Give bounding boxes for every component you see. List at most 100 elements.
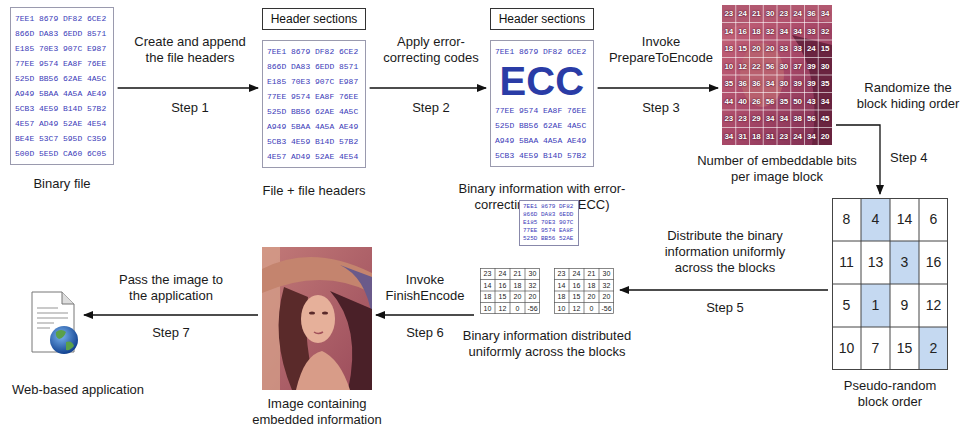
block-capacity-image: [722, 5, 832, 145]
step-number: Step 4: [890, 150, 950, 166]
drawing-ellipse: [301, 295, 335, 343]
drawing-line: [37, 327, 50, 329]
caption: Binary information distributed uniformly…: [452, 328, 642, 360]
bit-count: 21: [750, 5, 764, 23]
bit-count: 45: [818, 110, 832, 128]
bit-count: 34: [763, 75, 777, 93]
bit-count: 15: [736, 40, 750, 58]
bit-count: 56: [805, 110, 819, 128]
bit-count: 34: [818, 93, 832, 111]
portrait-image: [262, 247, 372, 390]
bit-count: 37: [791, 58, 805, 76]
bit-count: 50: [791, 93, 805, 111]
drawing-line: [37, 307, 58, 309]
block-value: 32: [599, 280, 614, 292]
block-value: 10: [480, 303, 495, 315]
bit-count: 35: [818, 75, 832, 93]
header-label: Header sections: [266, 9, 362, 29]
block-order-number: 12: [919, 284, 948, 327]
drawing-g: [554, 268, 614, 314]
block-value: 16: [495, 280, 510, 292]
drawing-line: [722, 75, 832, 76]
bit-count: 23: [777, 128, 791, 146]
block-value: 18: [510, 280, 525, 292]
drawing-path: [314, 332, 323, 334]
bit-count: 39: [791, 75, 805, 93]
bit-count: 34: [805, 128, 819, 146]
drawing-line: [37, 322, 54, 324]
bit-count: 36: [736, 75, 750, 93]
step-number: Step 5: [695, 300, 755, 316]
drawing-g: [832, 198, 948, 370]
block-value: 16: [569, 280, 584, 292]
bit-count: 44: [722, 93, 736, 111]
drawing-line: [554, 291, 614, 292]
block-value: 18: [480, 291, 495, 303]
bit-count: 39: [805, 75, 819, 93]
drawing-line: [480, 279, 540, 280]
block-value: 30: [525, 268, 540, 280]
bit-count: 34: [722, 128, 736, 146]
hex-data-box: 7EE1 8679 DF82 6CE2 866D DA83 6EDD 8571 …: [10, 7, 114, 165]
block-order-number: 3: [890, 241, 919, 284]
drawing-line: [722, 127, 832, 128]
drawing-line: [832, 327, 948, 328]
bit-count: 56: [763, 93, 777, 111]
web-document-icon: [28, 290, 80, 356]
block-value: 20: [525, 291, 540, 303]
step-arrow: [118, 87, 258, 88]
step-description: Randomize the block hiding order: [850, 80, 966, 112]
bit-count: 29: [750, 110, 764, 128]
drawing-g: [480, 268, 540, 314]
bit-count: 34: [791, 23, 805, 41]
bit-count: 18: [750, 23, 764, 41]
block-value: 14: [480, 280, 495, 292]
bit-count: 20: [750, 40, 764, 58]
block-order-number: 11: [832, 241, 861, 284]
drawing-rect: [890, 241, 919, 284]
step-description: Invoke PrepareToEncode: [603, 34, 719, 66]
drawing-line: [722, 57, 832, 58]
image-panel: Web-based application: [28, 290, 80, 356]
ecc-data-box: 7EE1 8679 DF82 6CE2ECC77EE 9574 EA8F 76E…: [490, 40, 594, 167]
hex-dump: 7EE1 8679 DF82 6CE2: [495, 44, 589, 59]
block-order-number: 1: [861, 284, 890, 327]
step-number: Step 1: [160, 100, 220, 116]
drawing-line: [37, 317, 68, 319]
block-value: 32: [525, 280, 540, 292]
bit-count: 22: [750, 58, 764, 76]
drawing-path: [296, 351, 350, 390]
block-value: 24: [569, 268, 584, 280]
block-order-number: 14: [890, 198, 919, 241]
bit-count: 24: [805, 40, 819, 58]
block-order-number: 2: [919, 327, 948, 370]
bit-count: 33: [805, 23, 819, 41]
bit-count: 34: [777, 23, 791, 41]
drawing-line: [722, 40, 832, 41]
drawing-line: [722, 22, 832, 23]
drawing-line: [554, 302, 614, 303]
caption: File + file headers: [249, 183, 379, 199]
bit-count: 26: [750, 93, 764, 111]
caption: Number of embeddable bits per image bloc…: [697, 153, 857, 185]
bit-count: 36: [805, 5, 819, 23]
drawing-ellipse: [322, 311, 328, 314]
drawing-rect: [481, 269, 540, 314]
hex-dump: 77EE 9574 EA8F 76EE 525D BB56 62AE 4A5C …: [495, 103, 589, 163]
block-order-number: 7: [861, 327, 890, 370]
drawing-line: [722, 92, 832, 93]
step-number: Step 6: [395, 325, 455, 341]
hex-data-box: 7EE1 8679 DF82 6CE2 866D DA83 6EDD 8571 …: [262, 40, 366, 168]
drawing-line: [832, 284, 948, 285]
caption: Web-based application: [3, 382, 153, 398]
block-value: 14: [554, 280, 569, 292]
drawing-g: [37, 308, 68, 328]
bit-count: 34: [777, 110, 791, 128]
step-description: Create and append the file headers: [130, 34, 250, 66]
bit-count: 32: [818, 23, 832, 41]
block-value: 23: [480, 268, 495, 280]
step-description: Apply error-correcting codes: [376, 34, 486, 66]
block-value: 20: [510, 291, 525, 303]
drawing-rect: [833, 199, 948, 370]
